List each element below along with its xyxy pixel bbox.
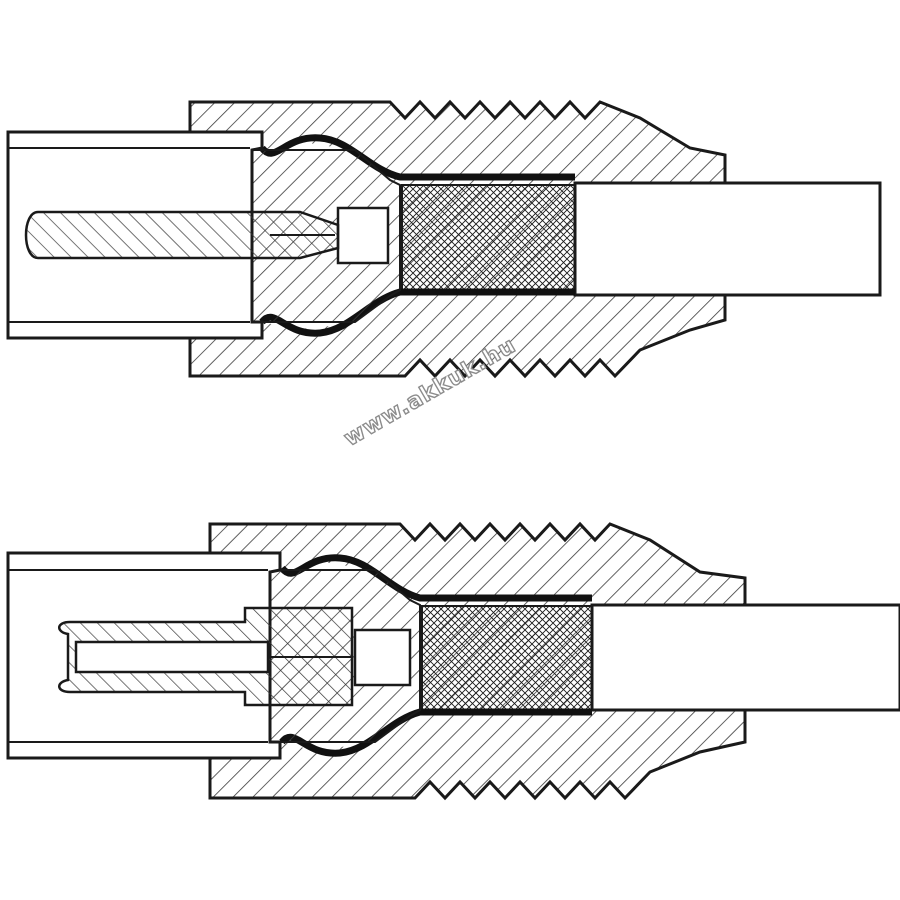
cable-jacket-bottom (590, 603, 900, 712)
center-pin-top (24, 210, 340, 260)
contact-holder-bottom (353, 628, 412, 687)
contact-slot-bottom (74, 640, 270, 674)
connector-top (6, 99, 882, 379)
cable-jacket-top (573, 181, 882, 297)
braid-shield-top (401, 184, 576, 294)
pin-holder-top (336, 206, 390, 265)
connector-bottom (6, 521, 900, 801)
braid-shield-bottom (421, 605, 593, 711)
